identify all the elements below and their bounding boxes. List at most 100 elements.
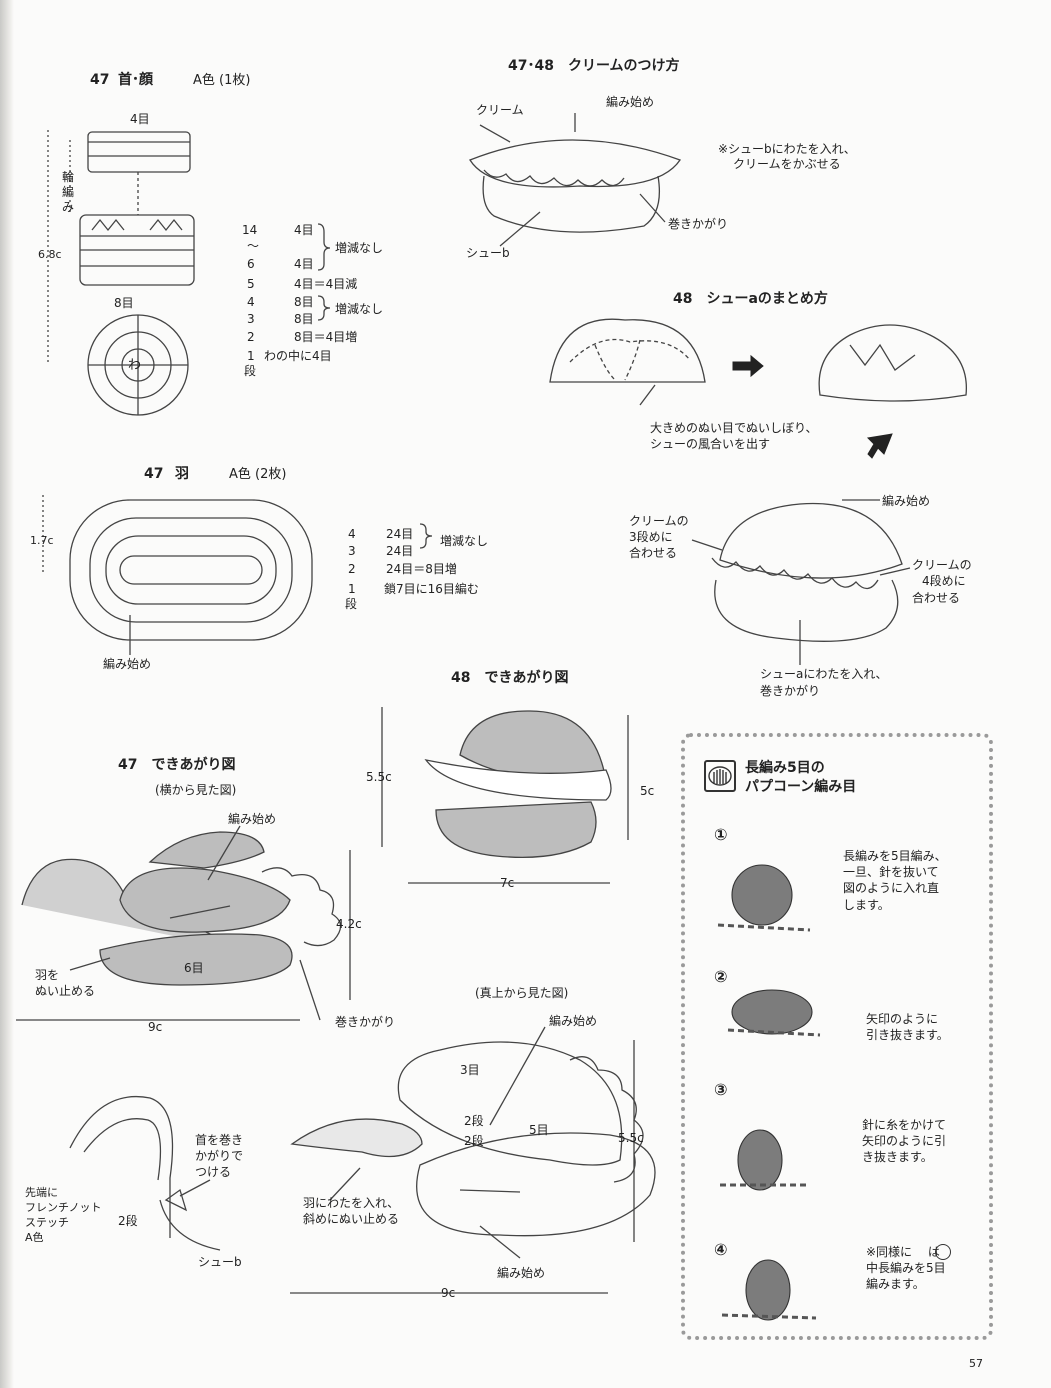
neck-top-count: 4目 (130, 112, 150, 126)
choux-a-cream4-1: クリームの (912, 558, 972, 572)
neck-ring-label: 輪編み (62, 170, 75, 214)
wing-row-unit: 段 (345, 597, 358, 611)
wing-start: 編み始め (103, 657, 152, 671)
neck-row-3-count: 8目 (294, 312, 314, 326)
topview-wing-2: 斜めにぬい止める (303, 1212, 400, 1226)
wing-brace: 増減なし (440, 534, 489, 548)
cream-start: 編み始め (606, 95, 655, 109)
choux-a-desc-1: 大きめのぬい目でぬいしぼり、 (650, 421, 818, 435)
attach-choux: シューb (198, 1255, 242, 1269)
wing-color: A色 (2枚) (229, 467, 287, 482)
neck-row-14: 14 (242, 223, 258, 237)
wing-row-1: 1 (348, 582, 356, 596)
wing-row-1-count: 鎖7目に16目編む (384, 582, 479, 596)
wing-row-4-count: 24目 (386, 527, 414, 541)
attach-line-2: かがりで (195, 1149, 244, 1163)
neck-row-6: 6 (247, 257, 255, 271)
choux-a-cream4-3: 合わせる (912, 591, 961, 605)
popcorn-stitch-box (681, 733, 993, 1340)
neck-row-14-count: 4目 (294, 223, 314, 237)
popcorn-step-4-text: ※同様に は 中長編みを5目 編みます。 (866, 1245, 946, 1292)
finished47-wing-2: ぬい止める (35, 984, 96, 998)
neck-chart (47, 130, 195, 416)
arrows (732, 354, 893, 459)
topview-subtitle: (真上から見た図) (475, 986, 569, 1000)
neck-title-number: 47 (90, 72, 110, 88)
attach-tip-2: フレンチノット (25, 1201, 102, 1214)
neck-attach-drawing (69, 1096, 221, 1251)
wing-title: 羽 (175, 466, 189, 482)
popcorn-title-2: パプコーン編み目 (745, 779, 857, 795)
wing-row-2: 2 (348, 562, 356, 576)
attach-tip-3: ステッチ (25, 1216, 69, 1229)
cream-note-1: ※シューbにわたを入れ、 (718, 142, 856, 156)
topview-start-bottom: 編み始め (497, 1266, 546, 1280)
popcorn-title-1: 長編み5目の (745, 760, 825, 776)
popcorn-step-1-text: 長編みを5目編み、 一旦、針を抜いて 図のように入れ直 します。 (843, 849, 947, 912)
topview-width: 9c (441, 1286, 456, 1300)
cream-choux-b (469, 113, 682, 247)
wing-row-3-count: 24目 (386, 544, 414, 558)
choux-a-cream3-1: クリームの (629, 514, 689, 528)
finished48-width: 7c (500, 876, 515, 890)
topview-three: 3目 (460, 1063, 480, 1077)
topview-start-top: 編み始め (549, 1014, 598, 1028)
cream-whip: 巻きかがり (668, 217, 729, 231)
popcorn-step-2-text: 矢印のように 引き抜きます。 (866, 1012, 949, 1043)
popcorn-step-2-number: ② (714, 967, 728, 986)
finished48-title: 48 できあがり図 (451, 670, 569, 686)
choux-a-bottom-1: シューaにわたを入れ、 (760, 667, 888, 681)
popcorn-diagrams (731, 864, 813, 1321)
popcorn-step-3-text: 針に糸をかけて 矢印のように引 き抜きます。 (862, 1118, 947, 1165)
wing-chart (42, 495, 313, 655)
choux-a-start: 編み始め (882, 494, 931, 508)
neck-row-4-count: 8目 (294, 295, 314, 309)
choux-a-cream4-2: 4段めに (922, 574, 966, 588)
neck-row-unit: 段 (244, 364, 257, 378)
finished48-height-left: 5.5c (366, 770, 392, 784)
cream-title: 47･48 クリームのつけ方 (508, 58, 680, 74)
choux-a-cream3-3: 合わせる (629, 546, 678, 560)
choux-a-desc-2: シューの風合いを出す (650, 437, 771, 451)
topview-wing-1: 羽にわたを入れ、 (303, 1196, 400, 1210)
neck-brace-b: 増減なし (335, 302, 384, 316)
neck-row-range: ～ (247, 239, 260, 253)
cream-note-2: クリームをかぶせる (733, 157, 841, 171)
popcorn-step-3-number: ③ (714, 1080, 728, 1099)
finished47-start: 編み始め (228, 812, 277, 826)
finished-48-choux (424, 710, 612, 859)
neck-ring-center: わ (128, 358, 142, 373)
finished-47-side (21, 825, 342, 1021)
wing-row-4: 4 (348, 527, 356, 541)
page-number: 57 (969, 1357, 983, 1370)
wing-title-number: 47 (144, 466, 164, 482)
choux-a-assembled (691, 499, 911, 665)
popcorn-step-4-number: ④ (714, 1240, 728, 1259)
attach-line-1: 首を巻き (195, 1133, 244, 1147)
neck-row-5-count: 4目＝4目減 (294, 277, 358, 291)
neck-row-1-count: わの中に4目 (264, 349, 332, 363)
topview-five: 5目 (529, 1123, 549, 1137)
cream-choux: シューb (466, 246, 510, 260)
topview-two-a: 2段 (464, 1114, 484, 1128)
choux-a-shaping (549, 318, 967, 406)
neck-row-3: 3 (247, 312, 255, 326)
neck-color: A色 (1枚) (193, 73, 251, 88)
finished47-six: 6目 (184, 961, 204, 975)
attach-tip-4: A色 (25, 1231, 44, 1244)
top-view-drawing (290, 1026, 656, 1259)
cream-label: クリーム (476, 103, 524, 117)
finished47-whip: 巻きかがり (335, 1015, 396, 1029)
finished47-subtitle: (横から見た図) (155, 783, 237, 797)
attach-tip-1: 先端に (25, 1186, 58, 1199)
attach-two: 2段 (118, 1214, 138, 1228)
popcorn-stitch-icon (704, 760, 736, 792)
neck-bottom-count: 8目 (114, 296, 134, 310)
neck-brace-a: 増減なし (335, 241, 384, 255)
choux-a-title: 48 シューaのまとめ方 (673, 291, 828, 307)
page-gutter (0, 0, 14, 1388)
finished47-wing-1: 羽を (35, 968, 60, 982)
wing-row-2-count: 24目＝8目増 (386, 562, 457, 576)
finished47-height: 4.2c (336, 917, 362, 931)
